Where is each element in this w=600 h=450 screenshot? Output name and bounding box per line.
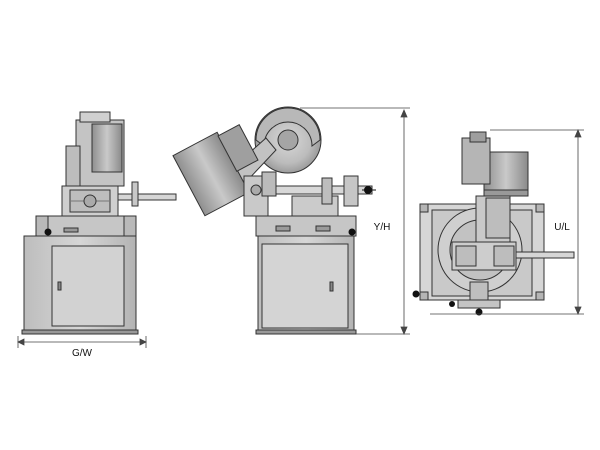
- top-gearbox: [461, 137, 491, 185]
- side-table-top: [255, 215, 357, 237]
- front-cabinet-foot: [21, 329, 139, 335]
- side-cabinet-foot: [255, 329, 357, 335]
- front-door-handle: [57, 281, 62, 291]
- top-motor-fan: [483, 189, 529, 197]
- top-stand-base: [457, 299, 501, 309]
- side-door-handle: [329, 281, 334, 292]
- top-feed-rod: [515, 251, 575, 259]
- side-view: Y/H: [172, 106, 410, 336]
- side-bar-support-2: [343, 175, 359, 207]
- front-feed-handle: [131, 181, 139, 207]
- top-corner-tr: [535, 203, 545, 213]
- front-view: G/W: [17, 111, 177, 359]
- side-cabinet-door: [261, 243, 349, 329]
- top-knob-icon: [412, 290, 420, 298]
- side-blade-hub: [277, 129, 299, 151]
- front-motor: [91, 123, 123, 173]
- top-vise-jaw-left: [455, 245, 477, 267]
- top-view: U/L: [412, 128, 584, 316]
- height-label: Y/H: [374, 222, 391, 233]
- height-dimension: [300, 107, 410, 336]
- side-knob-icon: [348, 228, 356, 236]
- side-bar-support: [321, 177, 333, 205]
- top-stand: [469, 281, 489, 303]
- side-motor-cap: [217, 124, 259, 172]
- side-slot-1: [275, 225, 291, 232]
- side-lever: [261, 171, 277, 197]
- side-slot-2: [315, 225, 331, 232]
- front-head-top: [79, 111, 111, 123]
- top-foot-knob-icon: [475, 308, 483, 316]
- top-corner-tl: [419, 203, 429, 213]
- top-vise-jaw-right: [493, 245, 515, 267]
- side-blade-guard: [255, 107, 321, 147]
- length-dimension: [430, 128, 584, 316]
- length-label: U/L: [554, 222, 570, 233]
- top-gearbox-cap: [469, 131, 487, 143]
- front-slot: [63, 227, 79, 233]
- top-corner-bl: [419, 291, 429, 301]
- top-motor: [483, 151, 529, 197]
- top-blade-guard: [485, 197, 511, 239]
- front-feed-rod: [117, 193, 177, 201]
- front-knob-icon: [44, 228, 52, 236]
- width-label: G/W: [72, 348, 93, 359]
- front-cabinet-door: [51, 245, 125, 327]
- width-dimension: [17, 336, 147, 348]
- front-guard: [65, 145, 81, 187]
- top-side-knob-icon: [449, 301, 455, 307]
- top-corner-br: [535, 291, 545, 301]
- front-table-side-right: [123, 215, 137, 237]
- front-vise-center: [83, 194, 97, 208]
- side-pivot-bolt: [250, 184, 262, 196]
